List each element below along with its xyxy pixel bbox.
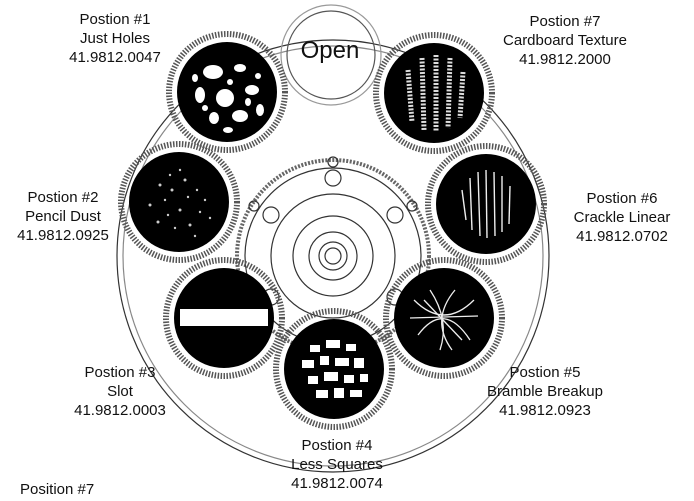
gobo-name: Pencil Dust [0,207,153,226]
gobo-code: 41.9812.0003 [30,401,210,420]
gobo-cardboard-texture [384,43,484,143]
position-title: Postion #7 [475,12,655,31]
gobo-name: Bramble Breakup [455,382,635,401]
open-label: Open [280,37,380,65]
gobo-code: 41.9812.0047 [25,48,205,67]
position-title: Postion #2 [0,188,153,207]
gobo-code: 41.9812.0925 [0,226,153,245]
gobo-name: Slot [30,382,210,401]
gobo-code: 41.9812.2000 [475,50,655,69]
gobo-name: Less Squares [247,455,427,474]
gobo-code: 41.9812.0074 [247,474,427,493]
label-position-6: Postion #6 Crackle Linear 41.9812.0702 [532,189,694,246]
label-position-5: Postion #5 Bramble Breakup 41.9812.0923 [455,363,635,420]
gobo-code: 41.9812.0702 [532,227,694,246]
gobo-name: Crackle Linear [532,208,694,227]
gobo-code: 41.9812.0923 [455,401,635,420]
label-position-4: Postion #4 Less Squares 41.9812.0074 [247,436,427,493]
position-title: Postion #6 [532,189,694,208]
label-position-2: Postion #2 Pencil Dust 41.9812.0925 [0,188,153,245]
position-title: Postion #4 [247,436,427,455]
gobo-name: Just Holes [25,29,205,48]
gobo-less-squares [284,319,384,419]
position-title: Postion #3 [30,363,210,382]
gobo-name: Cardboard Texture [475,31,655,50]
label-position-1: Postion #1 Just Holes 41.9812.0047 [25,10,205,67]
label-position-3: Postion #3 Slot 41.9812.0003 [30,363,210,420]
slot-bar [180,309,268,326]
position-title: Postion #5 [455,363,635,382]
label-position-7: Postion #7 Cardboard Texture 41.9812.200… [475,12,655,69]
gobo-bramble-breakup [394,268,494,368]
position-title: Postion #1 [25,10,205,29]
footer-label: Position #7 [20,480,94,499]
